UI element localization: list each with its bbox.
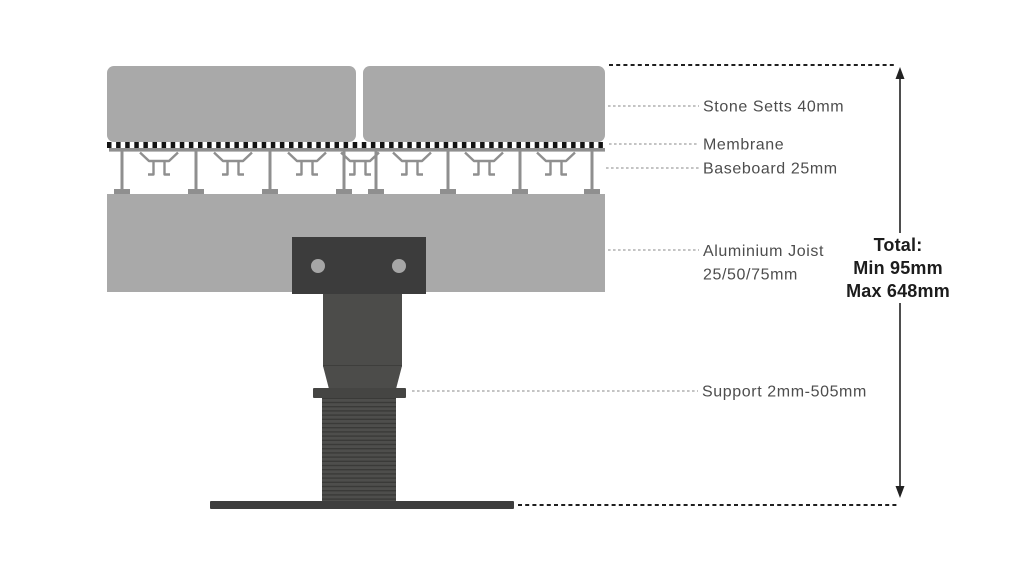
support-column <box>323 294 402 366</box>
dimension-arrow-bottom <box>895 486 905 498</box>
baseboard-clips <box>138 151 577 176</box>
support-base-plate <box>210 501 514 509</box>
label-membrane: Membrane <box>703 137 784 154</box>
total-max: Max 648mm <box>846 281 950 301</box>
dimension-arrow-top <box>895 67 905 79</box>
leader-lines <box>412 105 699 392</box>
total-label: Total: Min 95mm Max 648mm <box>846 235 950 301</box>
bracket-bolt-left <box>311 259 325 273</box>
baseboard-posts <box>114 151 600 194</box>
label-joist-line1: Aluminium Joist <box>703 243 824 260</box>
label-joist-line2: 25/50/75mm <box>703 267 798 284</box>
label-support: Support 2mm-505mm <box>702 384 867 401</box>
total-title: Total: <box>874 235 923 255</box>
bracket-bolt-right <box>392 259 406 273</box>
stone-sett-right <box>363 66 605 142</box>
stone-sett-left <box>107 66 356 142</box>
label-stone-setts: Stone Setts 40mm <box>703 99 844 116</box>
label-baseboard: Baseboard 25mm <box>703 161 838 178</box>
support-flange <box>313 388 406 398</box>
support-threaded-rod <box>322 398 396 503</box>
baseboard-rail <box>109 148 605 152</box>
support-taper <box>323 366 402 389</box>
total-min: Min 95mm <box>853 258 943 278</box>
